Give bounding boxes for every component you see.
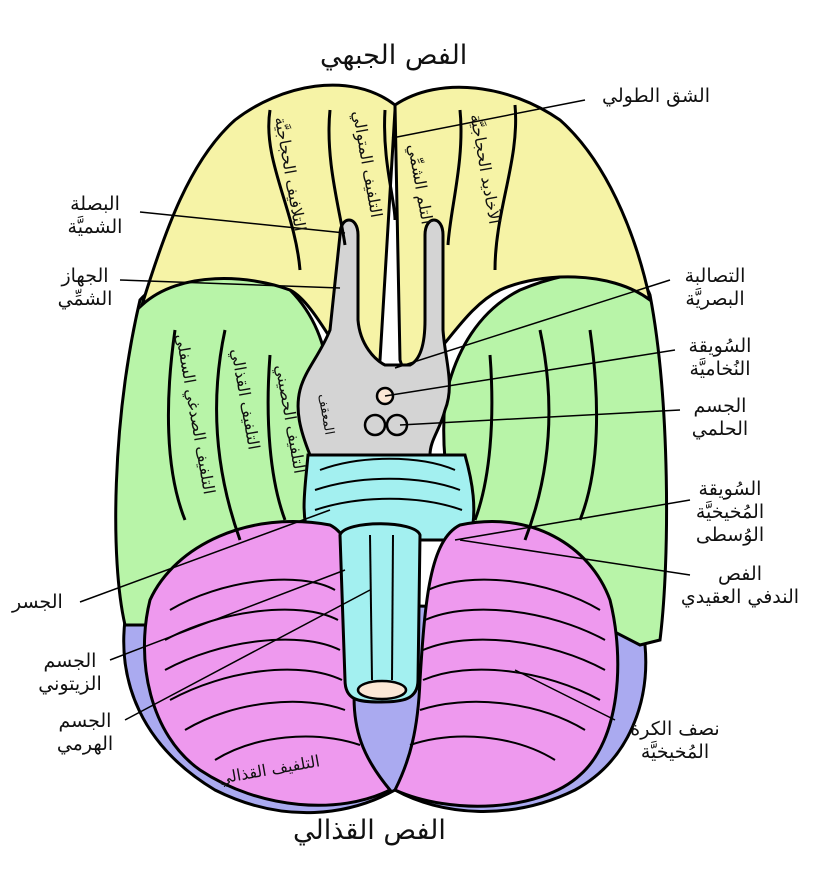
label-cerebellar-hemisphere-line1: نصف الكرة: [630, 718, 720, 740]
label-flocculonodular-line1: الفص: [718, 563, 762, 585]
label-olfactory-bulb-line2: الشميَّة: [67, 216, 123, 238]
label-olfactory-tract: الجهاز الشمِّي: [45, 265, 125, 311]
label-pituitary-stalk-line1: السُويقة: [688, 335, 752, 357]
label-longitudinal-fissure: الشق الطولي: [602, 85, 710, 107]
right-cerebellum-region: [392, 520, 620, 808]
label-olive-line2: الزيتوني: [38, 673, 102, 695]
gyrus-label-uncus: المعقف: [314, 393, 336, 436]
label-olfactory-tract-line2: الشمِّي: [57, 288, 113, 310]
label-mcp-line1: السُويقة: [698, 478, 762, 500]
label-pituitary-stalk: السُويقة النُخاميَّة: [670, 335, 770, 381]
label-middle-cerebellar-peduncle: السُويقة المُخيخيَّة الوُسطى: [680, 478, 780, 547]
label-pyramid: الجسم الهرمي: [40, 710, 130, 756]
leader-lines: [79, 99, 691, 721]
medulla-region: [338, 522, 422, 704]
temporal-sulci: [166, 329, 599, 541]
cerebellar-folia: [164, 578, 606, 761]
label-mcp-line2: المُخيخيَّة: [695, 501, 765, 523]
label-mammillary-body-line2: الحلمي: [691, 418, 749, 440]
pons-striations: [314, 457, 463, 511]
label-optic-chiasm-line1: التصالبة: [684, 265, 746, 287]
label-cerebellar-hemisphere: نصف الكرة المُخيخيَّة: [615, 718, 735, 764]
label-olive-line1: الجسم: [43, 650, 97, 672]
medulla-ridges: [369, 534, 394, 681]
frontal-sulci: [267, 104, 518, 271]
olfactory-and-chiasm-region: [296, 218, 451, 457]
medulla-cut-end: [356, 679, 408, 701]
label-olfactory-bulb: البصلة الشميَّة: [55, 193, 135, 239]
label-frontal-lobe: الفص الجبهي: [320, 40, 468, 71]
label-pyramid-line2: الهرمي: [56, 733, 114, 755]
label-olfactory-bulb-line1: البصلة: [70, 193, 120, 215]
label-occipital-lobe: الفص القذالي: [293, 815, 446, 846]
label-mammillary-body: الجسم الحلمي: [670, 395, 770, 441]
label-mammillary-body-line1: الجسم: [693, 395, 747, 417]
label-flocculonodular-line2: الندفي العقيدي: [680, 586, 800, 608]
label-cerebellar-hemisphere-line2: المُخيخيَّة: [640, 741, 710, 763]
label-olfactory-tract-line1: الجهاز: [61, 265, 109, 287]
label-pons: الجسر: [12, 591, 63, 613]
label-flocculonodular-lobe: الفص الندفي العقيدي: [665, 563, 815, 609]
label-olive: الجسم الزيتوني: [25, 650, 115, 696]
label-optic-chiasm-line2: البصريَّة: [685, 288, 745, 310]
label-pyramid-line1: الجسم: [58, 710, 112, 732]
mammillary-body-left: [363, 413, 387, 437]
label-optic-chiasm: التصالبة البصريَّة: [665, 265, 765, 311]
label-pituitary-stalk-line2: النُخاميَّة: [689, 358, 751, 380]
label-mcp-line3: الوُسطى: [695, 524, 765, 546]
